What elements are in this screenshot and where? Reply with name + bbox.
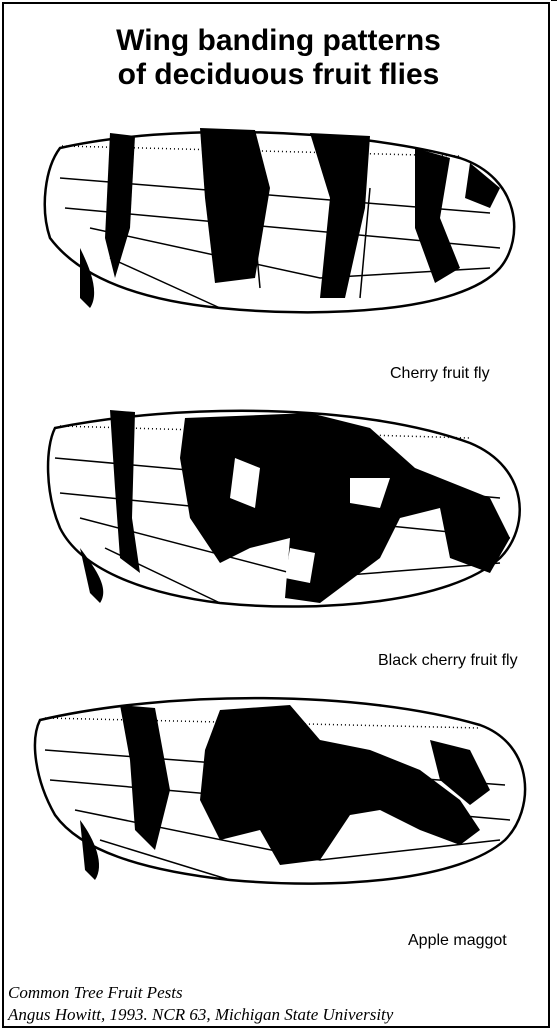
wing-cherry-fruit-fly [20,118,540,358]
figure-title: Wing banding patterns of deciduous fruit… [0,24,557,92]
label-apple-maggot: Apple maggot [408,932,507,950]
wing-apple-maggot [20,680,540,920]
wing-illustration-apple-maggot [20,680,540,920]
wing-black-cherry-fruit-fly [20,398,540,638]
corner-mark [551,0,557,5]
caption: Common Tree Fruit Pests Angus Howitt, 19… [8,982,393,1026]
caption-line-2: Angus Howitt, 1993. NCR 63, Michigan Sta… [8,1004,393,1026]
label-cherry-fruit-fly: Cherry fruit fly [390,365,490,383]
wing-illustration-black-cherry [20,398,540,638]
label-black-cherry-fruit-fly: Black cherry fruit fly [378,652,518,670]
caption-line-1: Common Tree Fruit Pests [8,982,393,1004]
wing-illustration-cherry [20,118,540,358]
title-line-1: Wing banding patterns [0,24,557,58]
title-line-2: of deciduous fruit flies [0,58,557,92]
